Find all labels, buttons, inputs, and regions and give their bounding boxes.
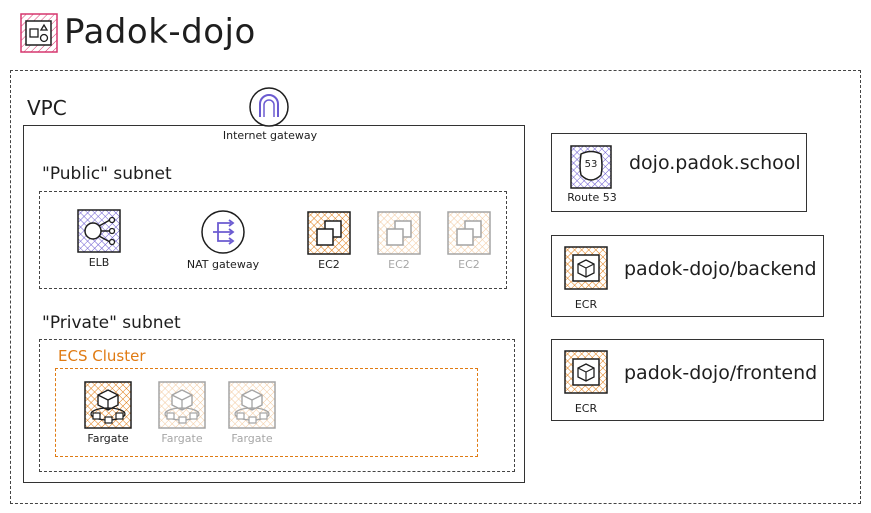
ecr-backend-box xyxy=(551,235,824,317)
ecr-icon xyxy=(564,350,608,394)
page-title: Padok-dojo xyxy=(64,12,256,52)
ec2-icon xyxy=(377,211,421,255)
ec2-label: EC2 xyxy=(318,258,340,271)
ec2-label: EC2 xyxy=(388,258,410,271)
ec2-icon xyxy=(447,211,491,255)
nat-gateway-icon xyxy=(201,210,245,254)
private-subnet-box xyxy=(39,339,515,472)
ecr-icon xyxy=(564,246,608,290)
fargate-node-faded: Fargate xyxy=(224,381,280,445)
ec2-node: EC2 xyxy=(304,211,354,271)
fargate-node: Fargate xyxy=(80,381,136,445)
fargate-label: Fargate xyxy=(161,432,203,445)
elb-node: ELB xyxy=(74,209,124,269)
fargate-label: Fargate xyxy=(231,432,273,445)
ecr-frontend-label: ECR xyxy=(574,402,598,415)
ec2-node-faded: EC2 xyxy=(374,211,424,271)
ec2-icon xyxy=(307,211,351,255)
ec2-node-faded: EC2 xyxy=(444,211,494,271)
route53-domain: dojo.padok.school xyxy=(629,152,801,174)
ecr-backend-repo: padok-dojo/backend xyxy=(624,258,817,280)
ecr-frontend-repo: padok-dojo/frontend xyxy=(624,362,818,384)
internet-gateway-icon xyxy=(248,86,290,128)
fargate-label: Fargate xyxy=(87,432,129,445)
vpc-label: VPC xyxy=(27,96,67,120)
route53-box xyxy=(551,133,807,212)
fargate-node-faded: Fargate xyxy=(154,381,210,445)
nat-gateway-node: NAT gateway xyxy=(168,209,278,271)
elb-label: ELB xyxy=(88,256,110,269)
nat-gateway-label: NAT gateway xyxy=(186,258,260,271)
route53-label: Route 53 xyxy=(567,191,617,204)
private-subnet-label: "Private" subnet xyxy=(42,313,181,333)
fargate-icon xyxy=(84,381,132,429)
public-subnet-box xyxy=(39,191,507,289)
route53-badge: 53 xyxy=(584,159,598,170)
fargate-icon xyxy=(158,381,206,429)
ec2-label: EC2 xyxy=(458,258,480,271)
ecs-cluster-label: ECS Cluster xyxy=(58,347,146,365)
fargate-icon xyxy=(228,381,276,429)
account-logo-icon xyxy=(20,13,58,53)
public-subnet-label: "Public" subnet xyxy=(42,164,172,184)
elb-icon xyxy=(77,209,121,253)
route53-icon xyxy=(570,145,612,189)
account-boundary xyxy=(10,70,861,504)
ecr-backend-label: ECR xyxy=(574,298,598,311)
internet-gateway-label: Internet gateway xyxy=(222,129,318,142)
ecr-frontend-box xyxy=(551,339,824,421)
ecs-cluster-box xyxy=(55,368,478,457)
